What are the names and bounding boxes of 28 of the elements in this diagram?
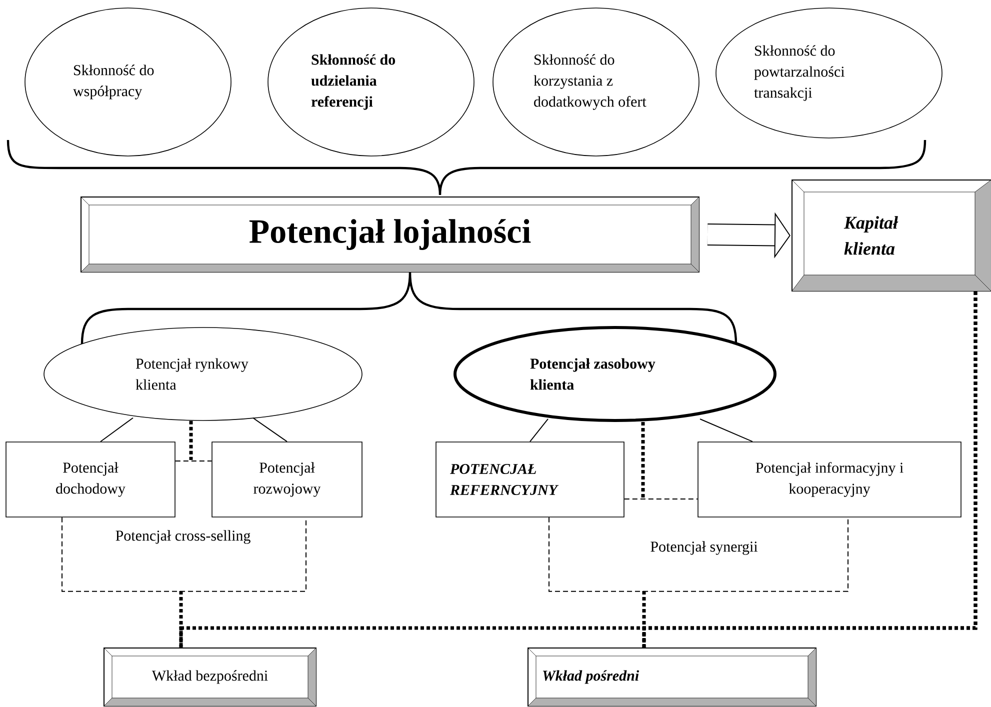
oval: Skłonność do współpracy	[24, 8, 232, 156]
bevel-box: Kapitał klienta	[792, 180, 991, 292]
process-box: Potencjał informacyjny i kooperacyjny	[698, 442, 962, 518]
process-box: POTENCJAŁ REFERNCYJNY	[436, 442, 624, 518]
connector	[624, 498, 698, 500]
connector	[189, 420, 193, 460]
oval: Skłonność do powtarzalności transakcji	[716, 8, 942, 138]
process-box: Potencjał rozwojowy	[212, 442, 362, 518]
connector	[179, 591, 183, 648]
connector	[100, 417, 134, 442]
bevel-box: Wkład bezpośredni	[104, 648, 316, 706]
oval: Potencjał zasobowy klienta	[454, 326, 776, 422]
edge-label: Potencjał cross-selling	[113, 528, 253, 546]
connector	[174, 460, 212, 462]
connector	[530, 418, 548, 442]
oval: Potencjał rynkowy klienta	[44, 327, 362, 421]
oval: Skłonność do korzystania z dodatkowych ofert	[492, 8, 700, 156]
edge-label: Potencjał synergii	[648, 539, 760, 557]
connector	[62, 516, 306, 592]
connector	[252, 417, 288, 442]
bevel-box: Wkład pośredni	[528, 648, 816, 706]
bevel-box: Potencjał lojalności	[80, 196, 700, 272]
connector	[700, 418, 753, 442]
connector	[548, 516, 848, 592]
connector	[642, 292, 978, 648]
connector	[641, 422, 645, 499]
oval: Skłonność do udzielania referencji	[268, 8, 474, 156]
process-box: Potencjał dochodowy	[6, 442, 176, 518]
